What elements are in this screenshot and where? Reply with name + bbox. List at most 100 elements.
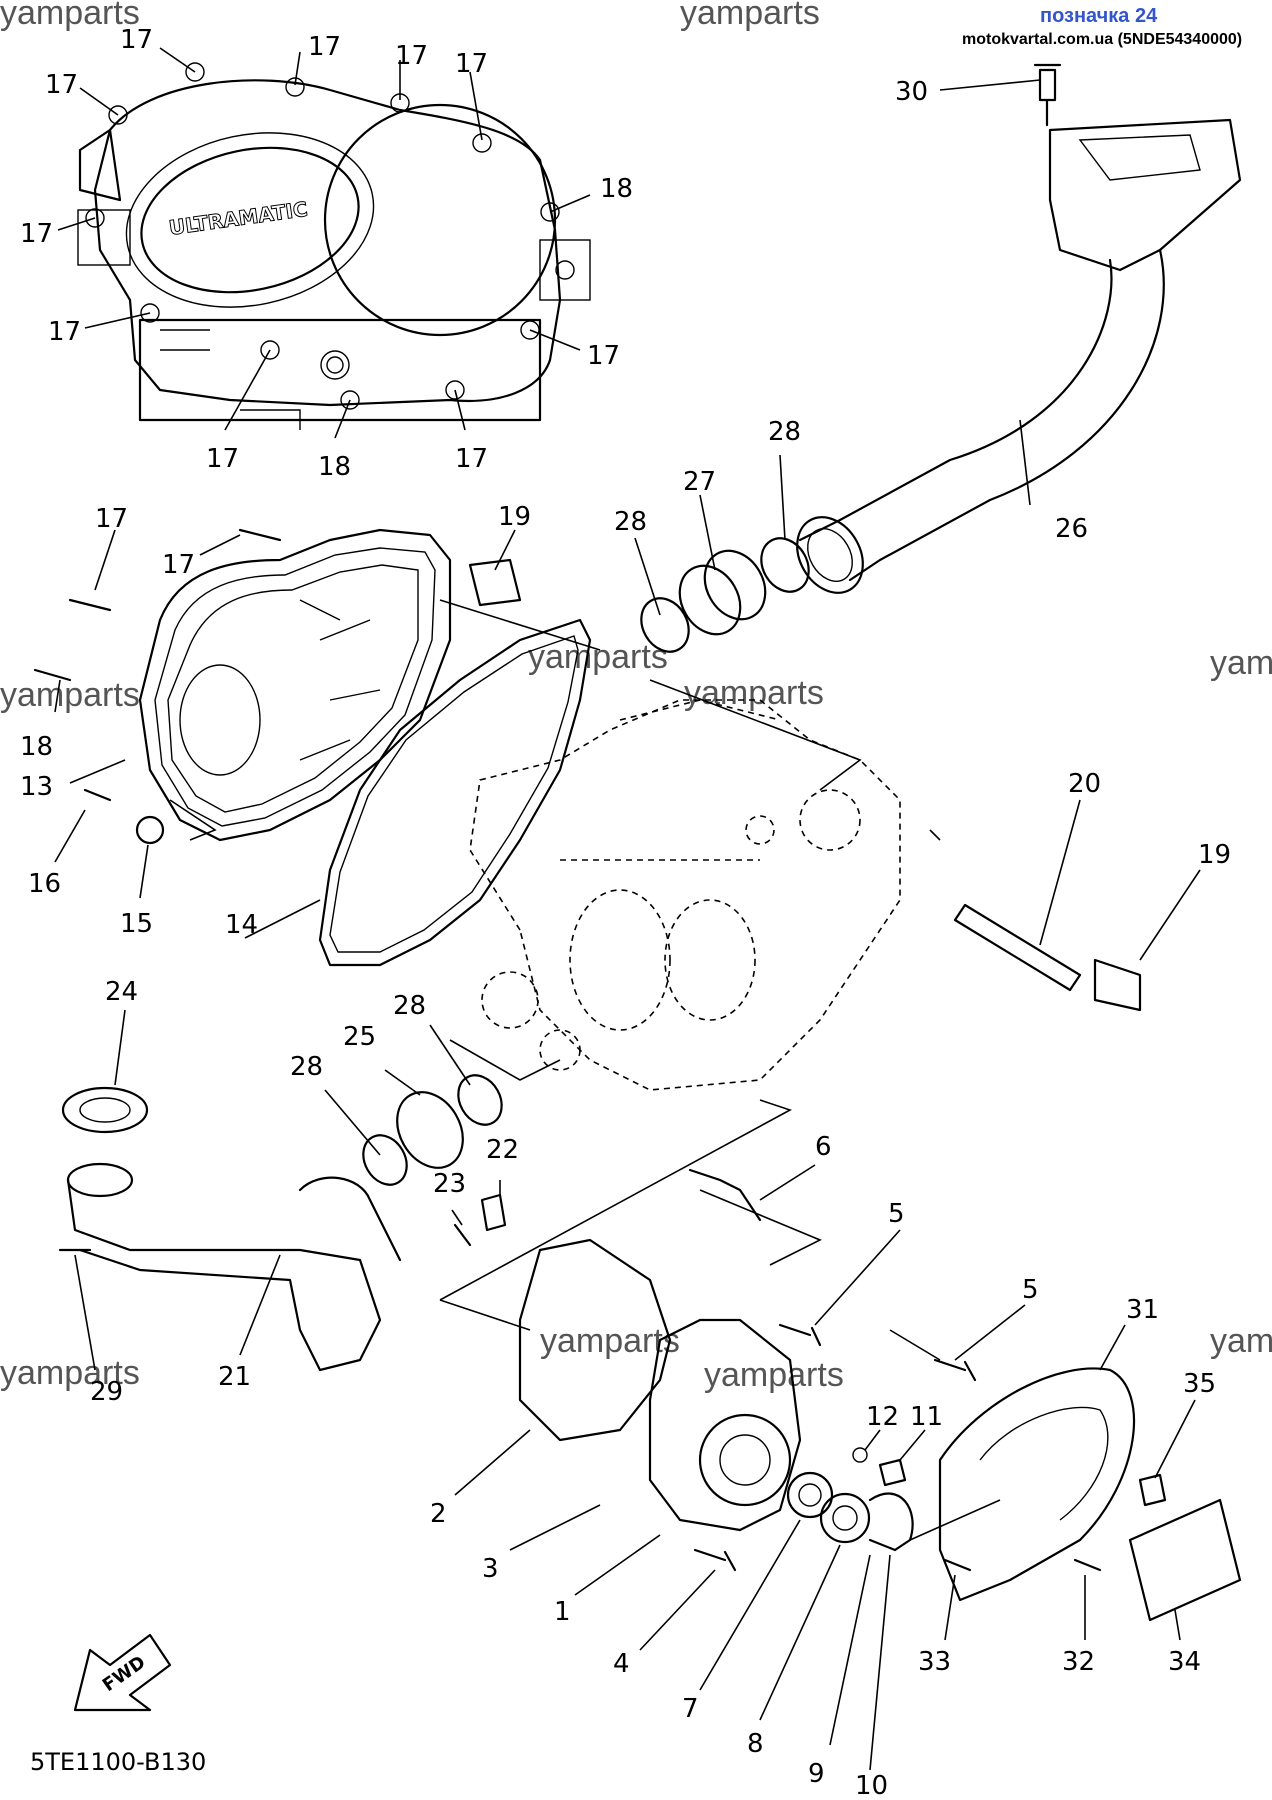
watermark: yamparts [684, 674, 824, 712]
watermark: yamparts [540, 1322, 680, 1360]
fwd-arrow-icon: FWD [73, 1633, 172, 1712]
callout-label[interactable]: 20 [1068, 769, 1101, 799]
callout-label[interactable]: 5 [888, 1199, 905, 1229]
callout-label[interactable]: 28 [290, 1052, 323, 1082]
callout-label[interactable]: 28 [393, 991, 426, 1021]
watermark: yamparts [680, 0, 820, 32]
callout-label[interactable]: 13 [20, 772, 53, 802]
diagram-code: 5TE1100-B130 [30, 1748, 206, 1776]
cvt-cover-assembled: ULTRAMATIC [77, 62, 591, 430]
collar-35 [1138, 1473, 1167, 1507]
dowel-22 [480, 1193, 507, 1232]
bolt-30 [1033, 63, 1062, 127]
bolts [33, 528, 1102, 1572]
cvt-gasket-14 [318, 618, 592, 967]
plug-19-top [468, 558, 522, 607]
callout-label[interactable]: 34 [1168, 1647, 1201, 1677]
callout-label[interactable]: 30 [895, 77, 928, 107]
callout-label[interactable]: 14 [225, 910, 258, 940]
callout-leaders [54, 47, 1201, 1771]
callout-label[interactable]: 28 [614, 507, 647, 537]
watermark: yamparts [0, 676, 140, 714]
watermark: yamparts [1210, 644, 1272, 682]
callout-label[interactable]: 12 [866, 1402, 899, 1432]
callout-label[interactable]: 17 [455, 444, 488, 474]
o-ring-12 [852, 1447, 868, 1463]
callout-label[interactable]: 31 [1126, 1295, 1159, 1325]
callout-label[interactable]: 17 [395, 41, 428, 71]
callout-label[interactable]: 1 [554, 1597, 571, 1627]
callout-label[interactable]: 24 [105, 977, 138, 1007]
callout-label[interactable]: 27 [683, 467, 716, 497]
seal-8 [819, 1492, 871, 1544]
seal-24 [61, 1086, 149, 1134]
callout-label[interactable]: 7 [682, 1694, 699, 1724]
callout-label[interactable]: 17 [206, 444, 239, 474]
fwd-label: FWD [99, 1652, 150, 1696]
watermark: yamparts [0, 0, 140, 32]
intake-duct-26 [796, 118, 1242, 594]
watermarks: yamparts yamparts yamparts yamparts yamp… [0, 0, 1272, 1394]
callout-label[interactable]: 21 [218, 1362, 251, 1392]
header-source: motokvartal.com.ua (5NDE54340000) [962, 31, 1242, 48]
guard-31 [938, 1367, 1136, 1602]
watermark: yamparts [0, 1354, 140, 1392]
callout-label[interactable]: 25 [343, 1022, 376, 1052]
callout-label[interactable]: 8 [747, 1729, 764, 1759]
watermark: yamparts [704, 1356, 844, 1394]
callout-label[interactable]: 33 [918, 1647, 951, 1677]
callout-label[interactable]: 2 [430, 1499, 447, 1529]
callout-label[interactable]: 17 [455, 49, 488, 79]
callout-label[interactable]: 5 [1022, 1275, 1039, 1305]
callout-label[interactable]: 9 [808, 1759, 825, 1789]
plug-19-right [1093, 958, 1142, 1012]
callout-label[interactable]: 19 [498, 502, 531, 532]
callout-label[interactable]: 28 [768, 417, 801, 447]
clamp-28-lower [457, 1074, 503, 1126]
callout-label[interactable]: 6 [815, 1132, 832, 1162]
callout-label[interactable]: 17 [162, 550, 195, 580]
bushing-15 [135, 815, 165, 845]
cover-logo-text: ULTRAMATIC [167, 197, 309, 240]
bearing-7 [786, 1471, 834, 1519]
callout-label[interactable]: 23 [433, 1169, 466, 1199]
crankcase-outline [469, 699, 901, 1091]
callout-label[interactable]: 22 [486, 1135, 519, 1165]
callout-label[interactable]: 16 [28, 869, 61, 899]
callout-label[interactable]: 18 [600, 174, 633, 204]
callout-label[interactable]: 18 [318, 452, 351, 482]
joint-25 [396, 1091, 464, 1169]
callout-label[interactable]: 4 [613, 1649, 630, 1679]
callout-label[interactable]: 10 [855, 1771, 888, 1800]
callouts: 17 17 17 17 17 17 18 17 17 17 17 18 17 1… [20, 25, 1231, 1800]
pipe-21 [66, 1162, 402, 1372]
callout-label[interactable]: 26 [1055, 514, 1088, 544]
plug-11 [878, 1458, 907, 1487]
watermark: yamparts [1210, 1322, 1272, 1360]
callout-label[interactable]: 17 [48, 317, 81, 347]
joint-27-clamps [640, 537, 810, 653]
clamp-28-left [362, 1134, 408, 1186]
callout-label[interactable]: 19 [1198, 840, 1231, 870]
cvt-cover-13 [138, 528, 452, 842]
callout-label[interactable]: 17 [45, 70, 78, 100]
callout-label[interactable]: 18 [20, 732, 53, 762]
callout-label[interactable]: 15 [120, 909, 153, 939]
callout-label[interactable]: 32 [1062, 1647, 1095, 1677]
callout-label[interactable]: 11 [910, 1402, 943, 1432]
callout-label[interactable]: 35 [1183, 1369, 1216, 1399]
guide-lines [169, 599, 1001, 1541]
callout-label[interactable]: 17 [587, 341, 620, 371]
pipe-20 [953, 903, 1082, 992]
callout-label[interactable]: 17 [95, 504, 128, 534]
callout-label[interactable]: 29 [90, 1377, 123, 1407]
callout-label[interactable]: 17 [20, 219, 53, 249]
callout-label[interactable]: 17 [308, 32, 341, 62]
plate-34 [1128, 1498, 1242, 1622]
watermark: yamparts [528, 638, 668, 676]
crankcase-cover-1 [648, 1318, 802, 1532]
callout-label[interactable]: 3 [482, 1554, 499, 1584]
header-badge[interactable]: позначка 24 [1040, 5, 1158, 27]
callout-label[interactable]: 17 [120, 25, 153, 55]
